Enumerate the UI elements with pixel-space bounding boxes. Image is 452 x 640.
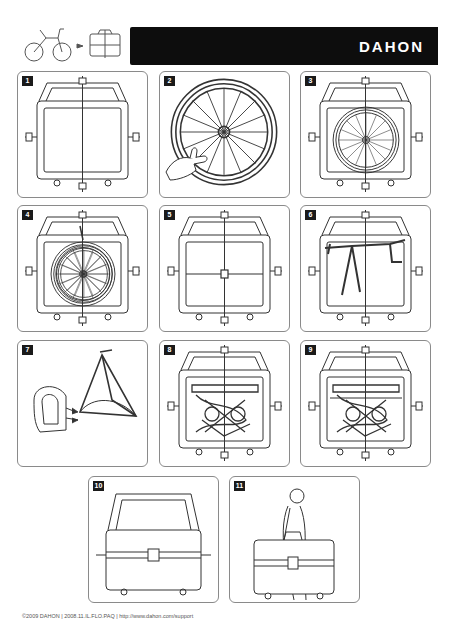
step-panel: 1 bbox=[17, 71, 148, 198]
step-number: 1 bbox=[22, 76, 33, 86]
step-panel: 11 bbox=[229, 476, 360, 603]
step-number: 3 bbox=[305, 76, 316, 86]
step-number: 9 bbox=[305, 345, 316, 355]
step-number: 6 bbox=[305, 210, 316, 220]
step-panel: 4 bbox=[17, 205, 148, 332]
step-number: 11 bbox=[234, 481, 245, 491]
step-number: 5 bbox=[164, 210, 175, 220]
step-panel: 3 bbox=[300, 71, 431, 198]
step-panel: 6 bbox=[300, 205, 431, 332]
header-band: DAHON bbox=[130, 27, 438, 65]
step-number: 4 bbox=[22, 210, 33, 220]
brand-logo: DAHON bbox=[359, 27, 424, 65]
step-panel: 5 bbox=[159, 205, 290, 332]
step-number: 8 bbox=[164, 345, 175, 355]
step-panel: 8 bbox=[159, 340, 290, 467]
step-number: 2 bbox=[164, 76, 175, 86]
step-number: 10 bbox=[93, 481, 104, 491]
step-panel: 9 bbox=[300, 340, 431, 467]
step-panel: 10 bbox=[88, 476, 219, 603]
footer-note: ©2009 DAHON | 2008.11.IL.FLO.PAQ | http:… bbox=[22, 613, 193, 619]
step-panel: 2 bbox=[159, 71, 290, 198]
step-panel: 7 bbox=[17, 340, 148, 467]
step-number: 7 bbox=[22, 345, 33, 355]
